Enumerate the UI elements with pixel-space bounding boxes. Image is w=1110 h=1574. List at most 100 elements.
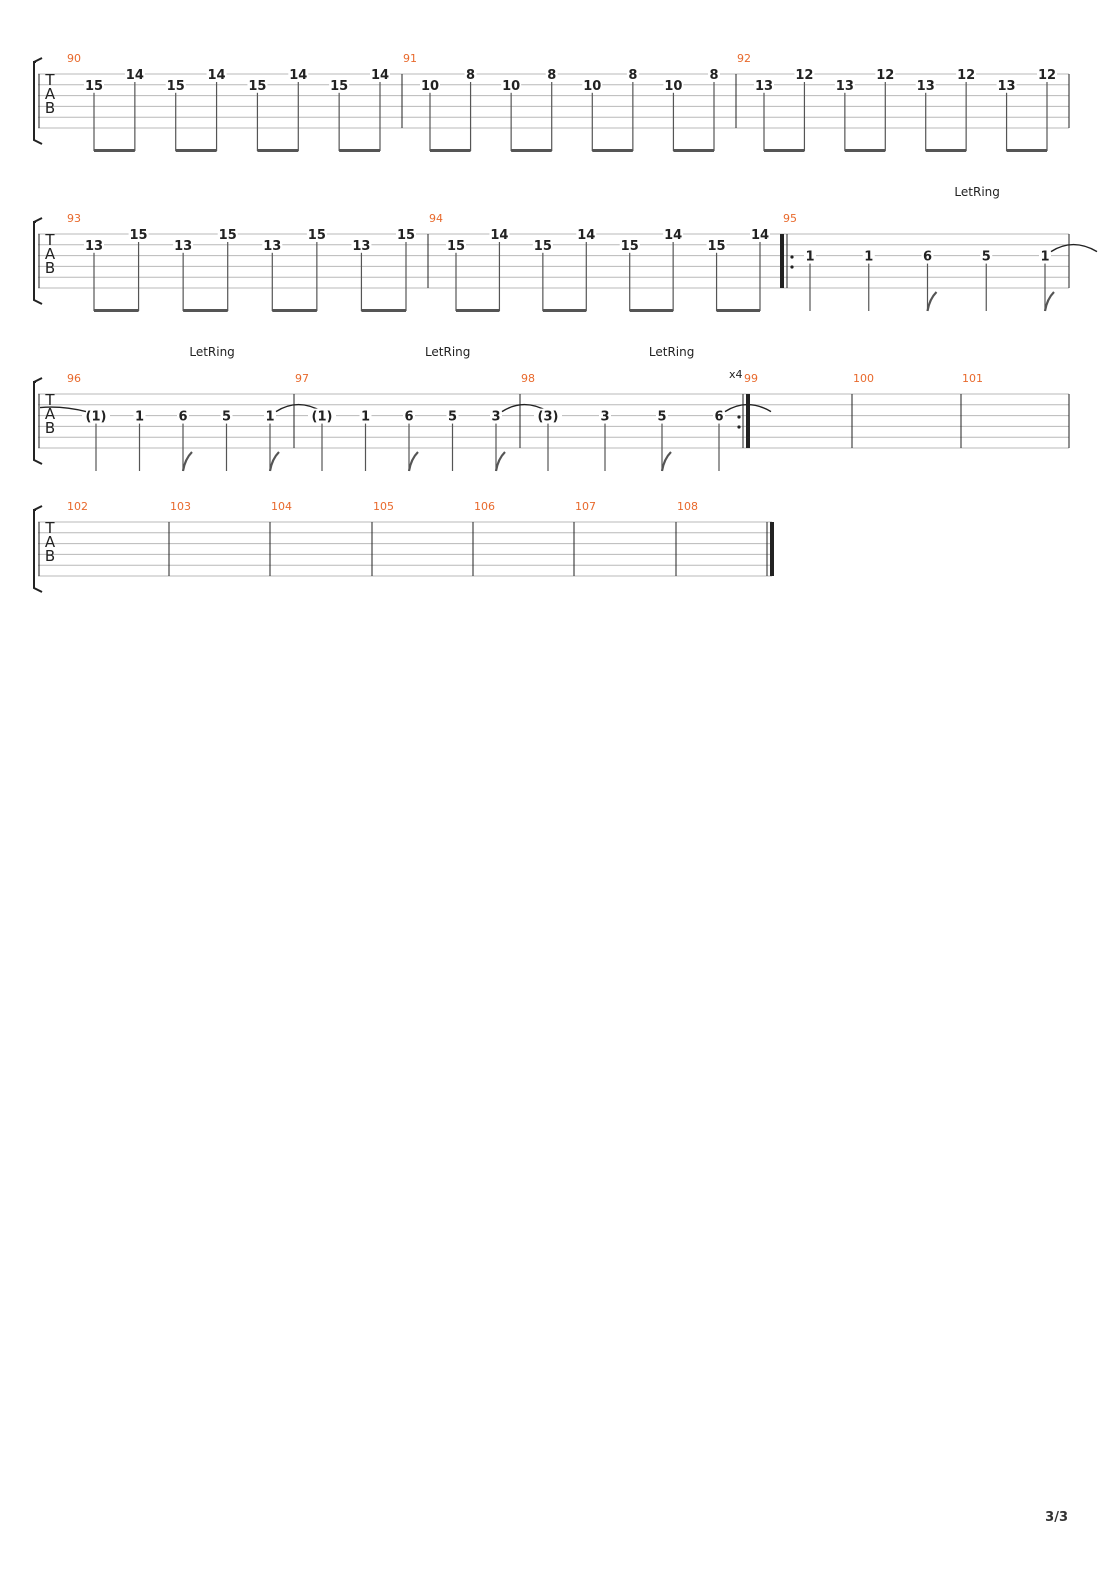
fret-number: 3	[600, 410, 609, 425]
note-beam	[257, 149, 299, 152]
fret-number: 13	[263, 239, 281, 254]
fret-mask	[582, 77, 603, 91]
fret-number: 10	[421, 79, 439, 94]
measure-number: 99	[744, 372, 758, 385]
fret-mask	[980, 248, 993, 262]
note-beam	[94, 149, 135, 152]
fret-mask	[576, 227, 597, 240]
fret-number: 15	[130, 228, 148, 243]
fret-mask	[1037, 67, 1057, 80]
measure-number: 91	[403, 52, 417, 65]
fret-number: 13	[755, 79, 773, 94]
fret-number: 15	[621, 239, 639, 254]
fret-mask	[446, 237, 466, 251]
note-beam	[629, 309, 674, 312]
fret-number: 5	[657, 410, 666, 425]
fret-number: 10	[502, 79, 520, 94]
fret-number: 3	[491, 410, 500, 425]
fret-number: 15	[708, 239, 726, 254]
note-flag	[268, 451, 280, 472]
fret-number: 12	[957, 68, 975, 83]
tie-arc-incoming	[39, 406, 87, 413]
tab-clef-letter: T	[44, 519, 55, 537]
measure-number: 102	[67, 500, 88, 513]
note-beam	[175, 149, 217, 152]
note-beam	[542, 309, 587, 312]
fret-mask	[128, 227, 149, 240]
fret-mask	[875, 67, 896, 80]
repeat-dot	[737, 425, 741, 429]
fret-number: 14	[490, 228, 508, 243]
fret-number: 14	[751, 228, 769, 243]
note-beam	[844, 149, 886, 152]
fret-number: 14	[289, 68, 307, 83]
fret-mask	[177, 408, 189, 422]
fret-number: 12	[795, 68, 813, 83]
fret-mask	[804, 248, 816, 262]
fret-number: 8	[547, 68, 556, 83]
fret-number: 13	[998, 79, 1016, 94]
fret-number: (1)	[312, 410, 333, 425]
fret-number: 14	[126, 68, 144, 83]
tab-clef-letter: T	[44, 391, 55, 409]
fret-mask	[501, 77, 522, 91]
system-bracket-top	[33, 217, 43, 223]
fret-mask	[370, 67, 390, 80]
fret-mask	[754, 77, 774, 91]
note-flag	[926, 291, 938, 312]
fret-mask	[217, 227, 238, 240]
tab-clef-letter: T	[44, 71, 55, 89]
note-beam	[94, 309, 139, 312]
fret-mask	[464, 67, 477, 80]
fret-number: 1	[265, 410, 274, 425]
note-flag	[660, 451, 672, 472]
final-barline-thick	[770, 522, 774, 576]
fret-number: 15	[167, 79, 185, 94]
fret-mask	[834, 77, 855, 91]
measure-number: 107	[575, 500, 596, 513]
tab-clef-letter: A	[45, 245, 56, 263]
system-bracket-top	[33, 377, 43, 383]
measure-number: 106	[474, 500, 495, 513]
fret-number: 5	[448, 410, 457, 425]
measure-number: 95	[783, 212, 797, 225]
tab-clef-letter: B	[45, 259, 55, 277]
fret-mask	[403, 408, 415, 422]
fret-mask	[915, 77, 936, 91]
fret-mask	[708, 67, 720, 80]
fret-mask	[489, 227, 510, 240]
fret-number: 1	[1040, 250, 1049, 265]
fret-number: 8	[466, 68, 475, 83]
tie-arc	[724, 403, 772, 413]
fret-mask	[490, 408, 502, 422]
measure-number: 104	[271, 500, 292, 513]
system-bracket-top	[33, 505, 43, 511]
fret-mask	[663, 77, 684, 91]
tab-clef-letter: B	[45, 99, 55, 117]
tab-clef-letter: T	[44, 231, 55, 249]
note-beam	[361, 309, 406, 312]
tie-arc	[1050, 243, 1098, 253]
repeat-count: x4	[729, 368, 743, 381]
fret-mask	[599, 408, 611, 422]
fret-mask	[165, 77, 186, 91]
fret-number: 15	[308, 228, 326, 243]
fret-mask	[82, 408, 110, 422]
fret-number: 15	[330, 79, 348, 94]
fret-mask	[534, 408, 562, 422]
fret-mask	[656, 408, 668, 422]
fret-mask	[220, 408, 233, 422]
fret-number: 8	[628, 68, 637, 83]
note-beam	[925, 149, 967, 152]
fret-number: 1	[805, 250, 814, 265]
note-beam	[1006, 149, 1047, 152]
system-bracket-top	[33, 57, 43, 63]
note-flag	[1043, 291, 1055, 312]
fret-number: 6	[714, 410, 723, 425]
measure-number: 97	[295, 372, 309, 385]
note-flag	[494, 451, 506, 472]
fret-number: (3)	[538, 410, 559, 425]
fret-number: 15	[248, 79, 266, 94]
fret-mask	[264, 408, 276, 422]
fret-mask	[262, 237, 283, 251]
